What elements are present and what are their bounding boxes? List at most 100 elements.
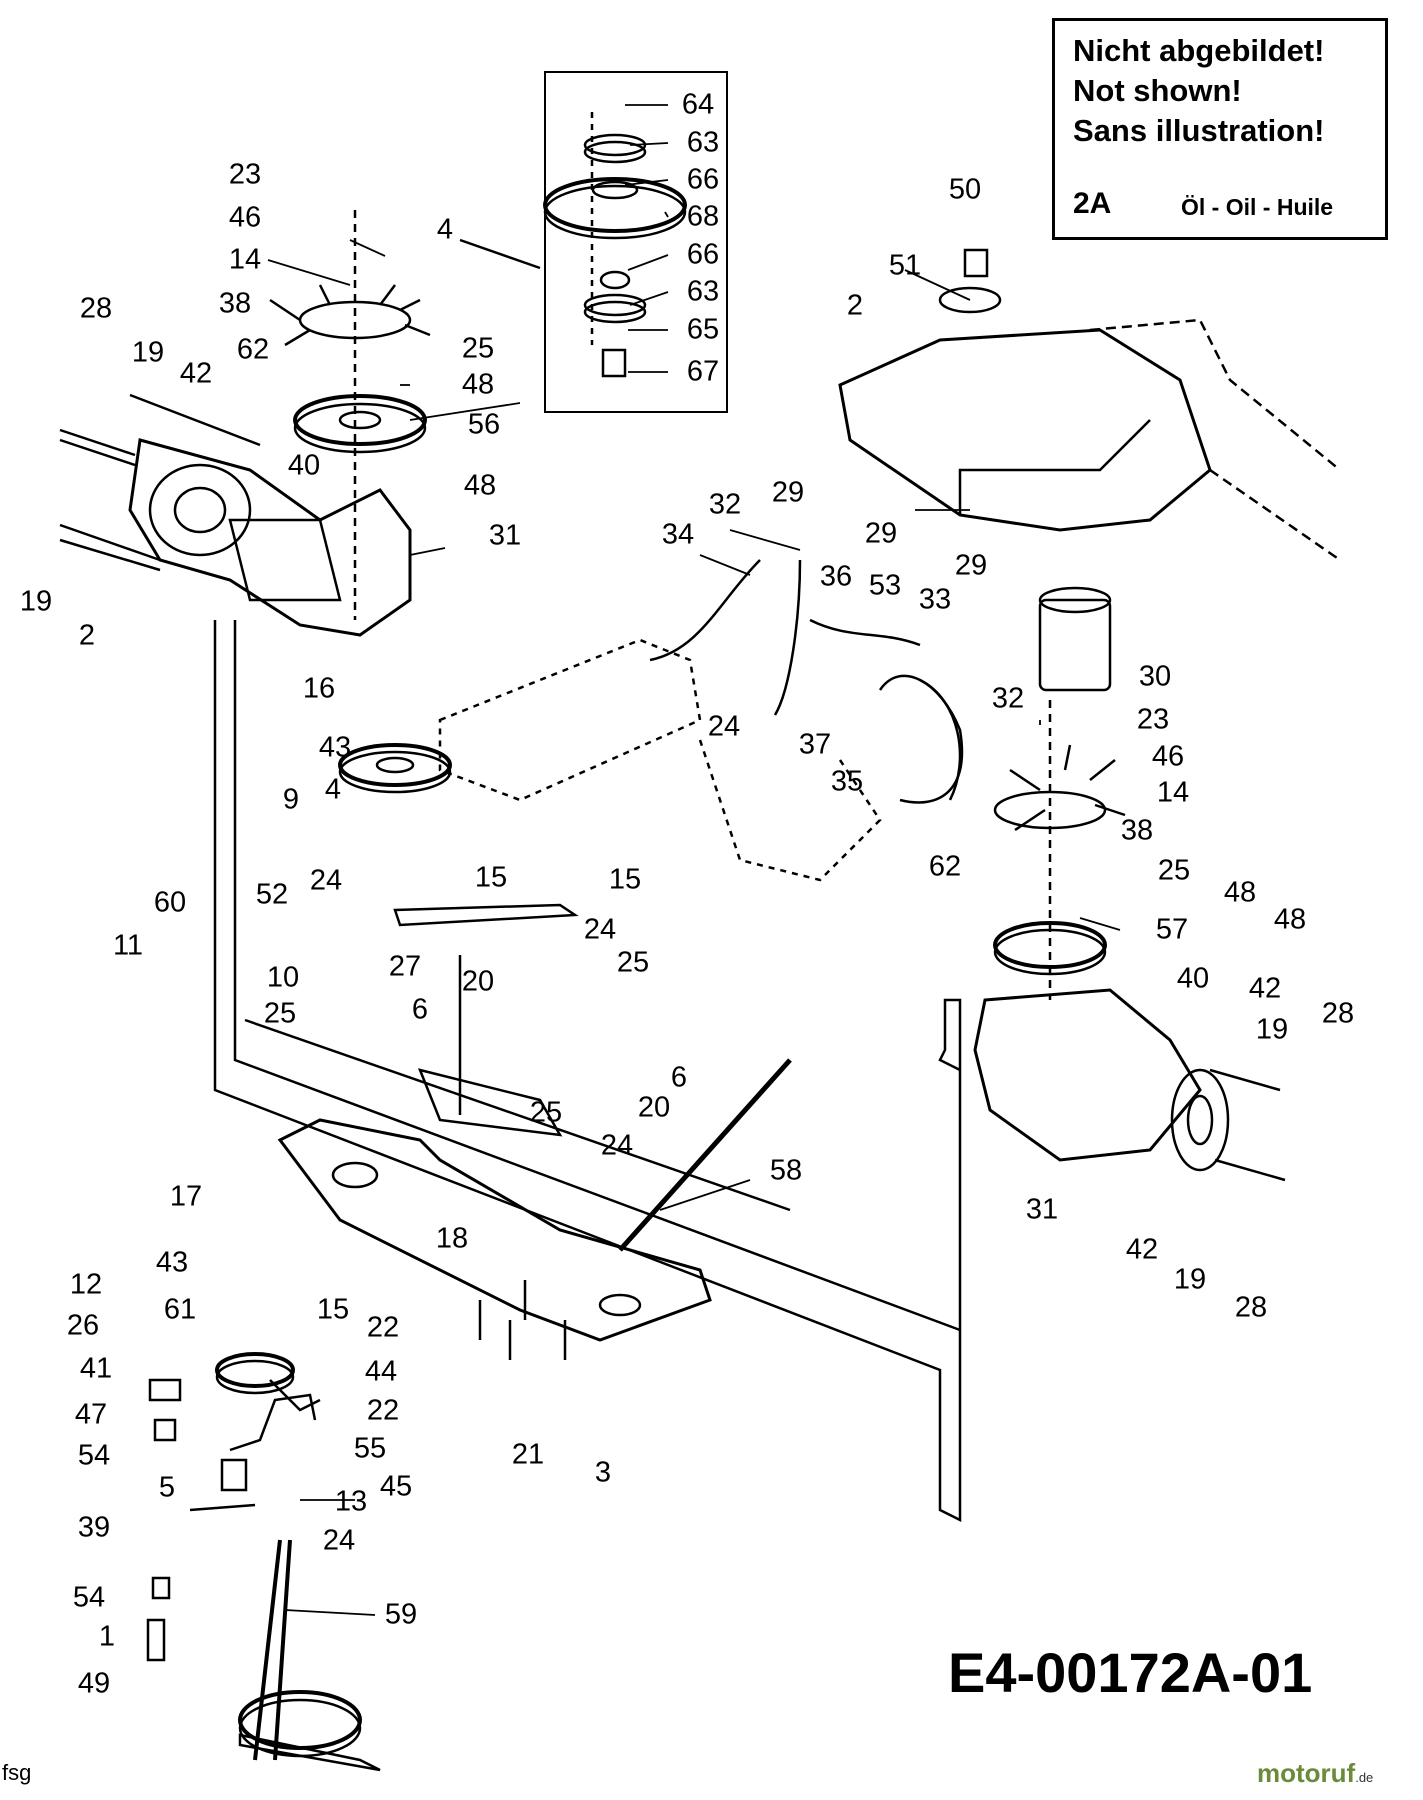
part-label: 20 [637,1091,671,1124]
part-label: 18 [435,1222,469,1255]
part-label: 28 [79,292,113,325]
not-shown-legend: Nicht abgebildet! Not shown! Sans illust… [1052,18,1388,240]
part-label: 24 [322,1524,356,1557]
part-label: 29 [954,549,988,582]
part-label: 45 [379,1470,413,1503]
part-label: 32 [991,682,1025,715]
part-label: 65 [686,313,720,346]
part-label: 63 [686,275,720,308]
part-label: 19 [131,336,165,369]
artist-mark: fsg [2,1760,32,1785]
part-label: 4 [324,773,342,806]
legend-line-french: Sans illustration! [1073,113,1325,148]
part-label: 47 [74,1398,108,1431]
part-label: 29 [864,517,898,550]
site-watermark: motoruf.de [1257,1758,1373,1789]
part-label: 5 [158,1471,176,1504]
part-label: 67 [686,355,720,388]
part-label: 62 [236,333,270,366]
part-label: 42 [179,357,213,390]
part-label: 56 [467,408,501,441]
part-label: 23 [1136,703,1170,736]
part-label: 37 [798,728,832,761]
part-label: 35 [830,765,864,798]
part-label: 4 [436,213,454,246]
part-label: 54 [72,1581,106,1614]
part-label: 61 [163,1293,197,1326]
part-label: 46 [1151,740,1185,773]
part-label: 27 [388,950,422,983]
part-label: 33 [918,583,952,616]
site-name: motoruf [1257,1758,1356,1788]
callout-pulley-box [544,71,728,413]
part-label: 25 [263,997,297,1030]
part-label: 50 [948,173,982,206]
part-label: 43 [155,1246,189,1279]
part-label: 44 [364,1355,398,1388]
part-label: 11 [112,929,144,962]
part-label: 1 [98,1620,116,1653]
part-label: 19 [1173,1263,1207,1296]
part-label: 48 [1273,903,1307,936]
part-label: 14 [1156,776,1190,809]
part-label: 38 [1120,814,1154,847]
part-label: 57 [1155,913,1189,946]
part-label: 52 [255,878,289,911]
part-label: 36 [819,560,853,593]
part-label: 25 [529,1096,563,1129]
part-label: 6 [670,1061,688,1094]
part-label: 6 [411,993,429,1026]
part-label: 20 [461,965,495,998]
part-label: 62 [928,850,962,883]
part-label: 64 [681,88,715,121]
part-label: 41 [79,1352,113,1385]
part-label: 28 [1234,1291,1268,1324]
part-label: 40 [287,449,321,482]
part-label: 42 [1125,1233,1159,1266]
part-label: 29 [771,476,805,509]
part-label: 66 [686,163,720,196]
part-label: 39 [77,1511,111,1544]
part-label: 58 [769,1154,803,1187]
part-label: 49 [77,1667,111,1700]
part-label: 38 [218,287,252,320]
part-label: 48 [461,368,495,401]
legend-line-english: Not shown! [1073,73,1242,108]
part-label: 25 [1157,854,1191,887]
part-label: 12 [69,1268,103,1301]
part-label: 9 [282,783,300,816]
part-label: 22 [366,1311,400,1344]
part-label: 32 [708,488,742,521]
part-label: 24 [583,913,617,946]
part-label: 30 [1138,660,1172,693]
part-label: 15 [316,1293,350,1326]
part-label: 19 [1255,1013,1289,1046]
part-label: 48 [1223,876,1257,909]
part-label: 43 [318,731,352,764]
part-label: 22 [366,1394,400,1427]
part-label: 25 [461,332,495,365]
part-label: 24 [707,710,741,743]
part-label: 40 [1176,962,1210,995]
part-label: 14 [228,243,262,276]
part-label: 51 [888,249,922,282]
part-label: 26 [66,1309,100,1342]
part-label: 16 [302,672,336,705]
drawing-number: E4-00172A-01 [948,1641,1313,1704]
part-label: 54 [77,1439,111,1472]
part-label: 21 [511,1438,545,1471]
part-label: 19 [19,585,53,618]
part-label: 46 [228,201,262,234]
part-label: 66 [686,238,720,271]
part-label: 31 [1025,1193,1059,1226]
part-label: 13 [334,1485,368,1518]
site-tld: .de [1355,1770,1374,1785]
part-label: 53 [868,569,902,602]
part-label: 2 [846,289,864,322]
part-label: 31 [488,519,522,552]
legend-part-code: 2A [1073,187,1112,220]
part-label: 23 [228,158,262,191]
part-label: 55 [353,1432,387,1465]
part-label: 28 [1321,997,1355,1030]
